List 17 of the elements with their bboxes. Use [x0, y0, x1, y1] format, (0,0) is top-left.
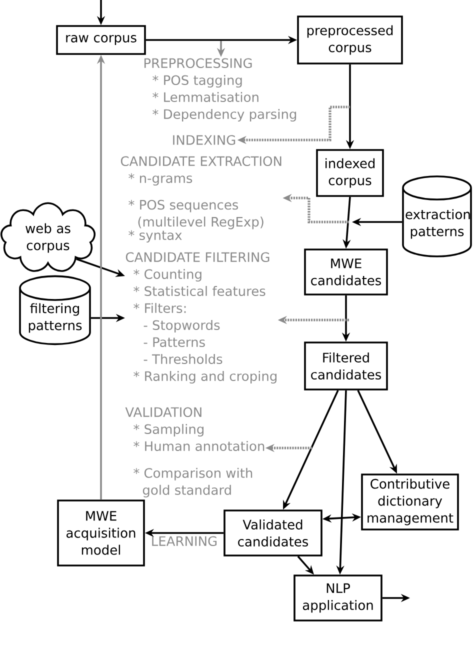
step-description: PREPROCESSING * POS tagging * Lemmatisation * Dependency parsing — [144, 58, 296, 122]
step-description: VALIDATION * Sampling * Human annotation * Comparison with gold standard — [125, 407, 264, 498]
process-box: NLP application — [294, 574, 382, 622]
step-description: CANDIDATE FILTERING * Counting * Statistical features * Filters: - Stopwords - Patterns - Thresholds * Ranking and croping — [126, 252, 276, 384]
process-box: preprocessed corpus — [297, 16, 403, 64]
edge-label: LEARNING — [152, 536, 217, 546]
process-box: MWE acquisition model — [57, 500, 145, 566]
database-cylinder: filtering patterns — [19, 275, 91, 346]
database-cylinder: extraction patterns — [402, 175, 472, 258]
step-label: INDEXING — [173, 135, 236, 145]
process-box: indexed corpus — [316, 149, 384, 197]
process-box: Filtered candidates — [304, 342, 388, 390]
process-box: raw corpus — [56, 25, 146, 55]
step-description: CANDIDATE EXTRACTION * n-grams * POS sequences (multilevel RegExp) * syntax — [120, 156, 282, 243]
process-box: Contributive dictionary management — [361, 474, 459, 530]
process-box: MWE candidates — [304, 248, 388, 296]
process-box: Validated candidates — [224, 510, 322, 556]
